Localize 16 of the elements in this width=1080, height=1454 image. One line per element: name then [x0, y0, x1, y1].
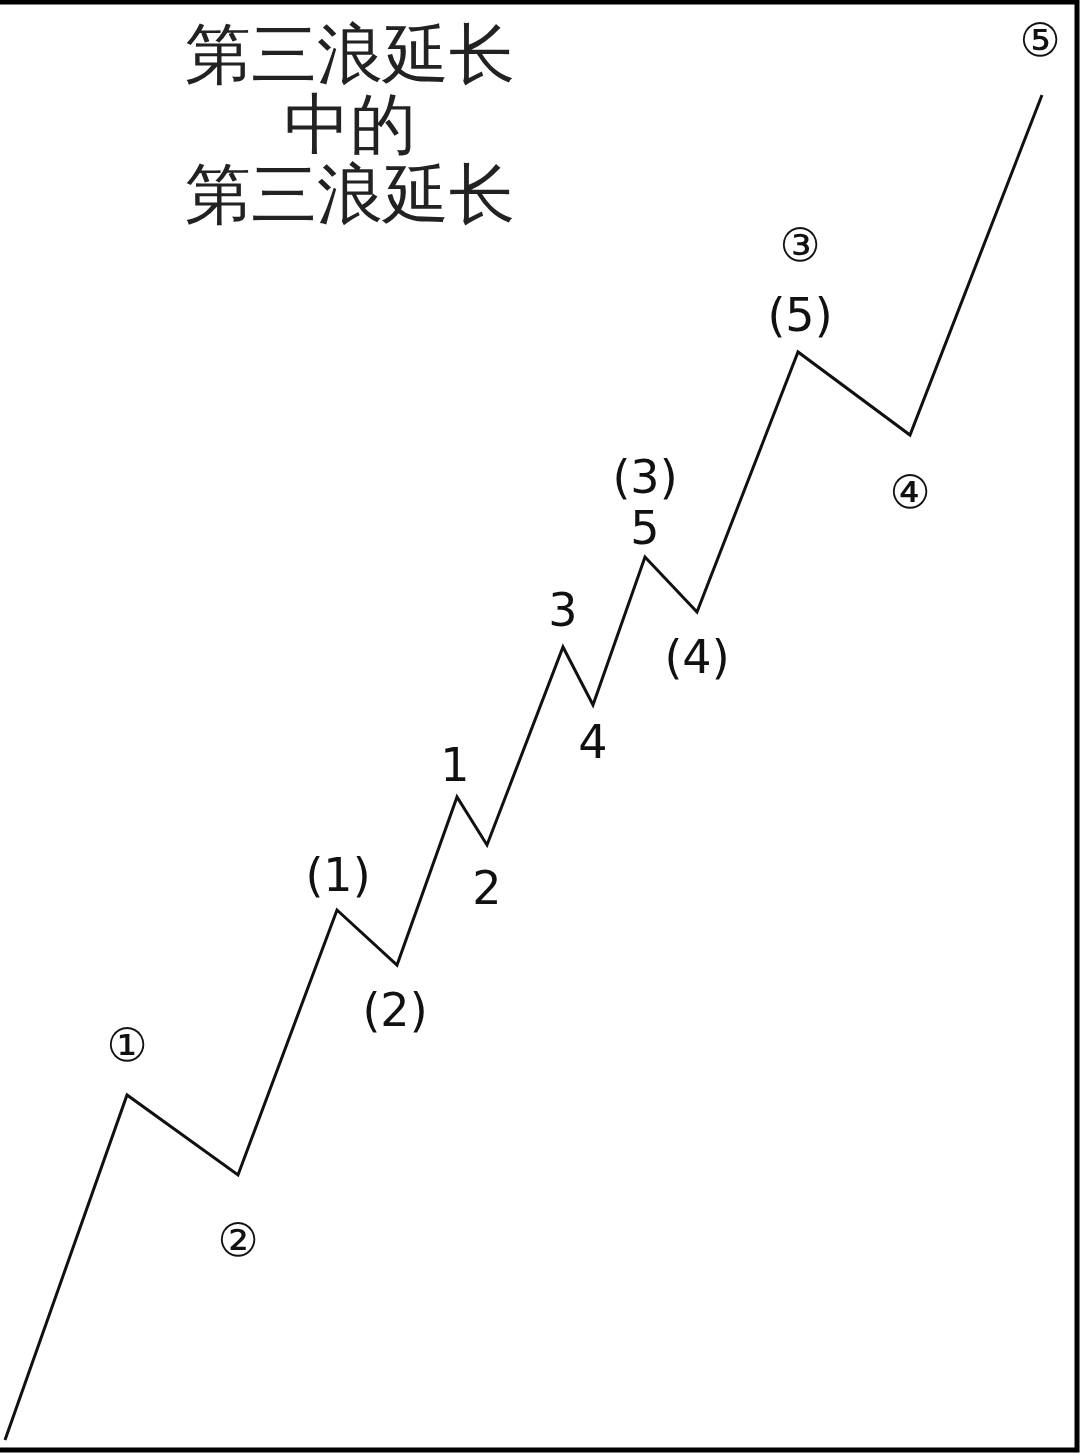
- wave-label: 2: [472, 865, 502, 911]
- wave-label: (2): [362, 987, 428, 1033]
- wave-label: ④: [889, 469, 931, 515]
- wave-label: 5: [630, 505, 660, 551]
- wave-label: 4: [578, 719, 608, 765]
- wave-label: ②: [217, 1217, 259, 1263]
- wave-label: ⑤: [1019, 17, 1061, 63]
- wave-label: (1): [305, 852, 371, 898]
- wave-label: 3: [548, 587, 578, 633]
- wave-label: (5): [767, 292, 833, 338]
- wave-label: 1: [440, 742, 470, 788]
- wave-label: ③: [779, 222, 821, 268]
- wave-label: (3): [612, 454, 678, 500]
- title: 第三浪延长中的第三浪延长: [185, 20, 515, 230]
- wave-label: (4): [664, 634, 730, 680]
- wave-label: ①: [106, 1022, 148, 1068]
